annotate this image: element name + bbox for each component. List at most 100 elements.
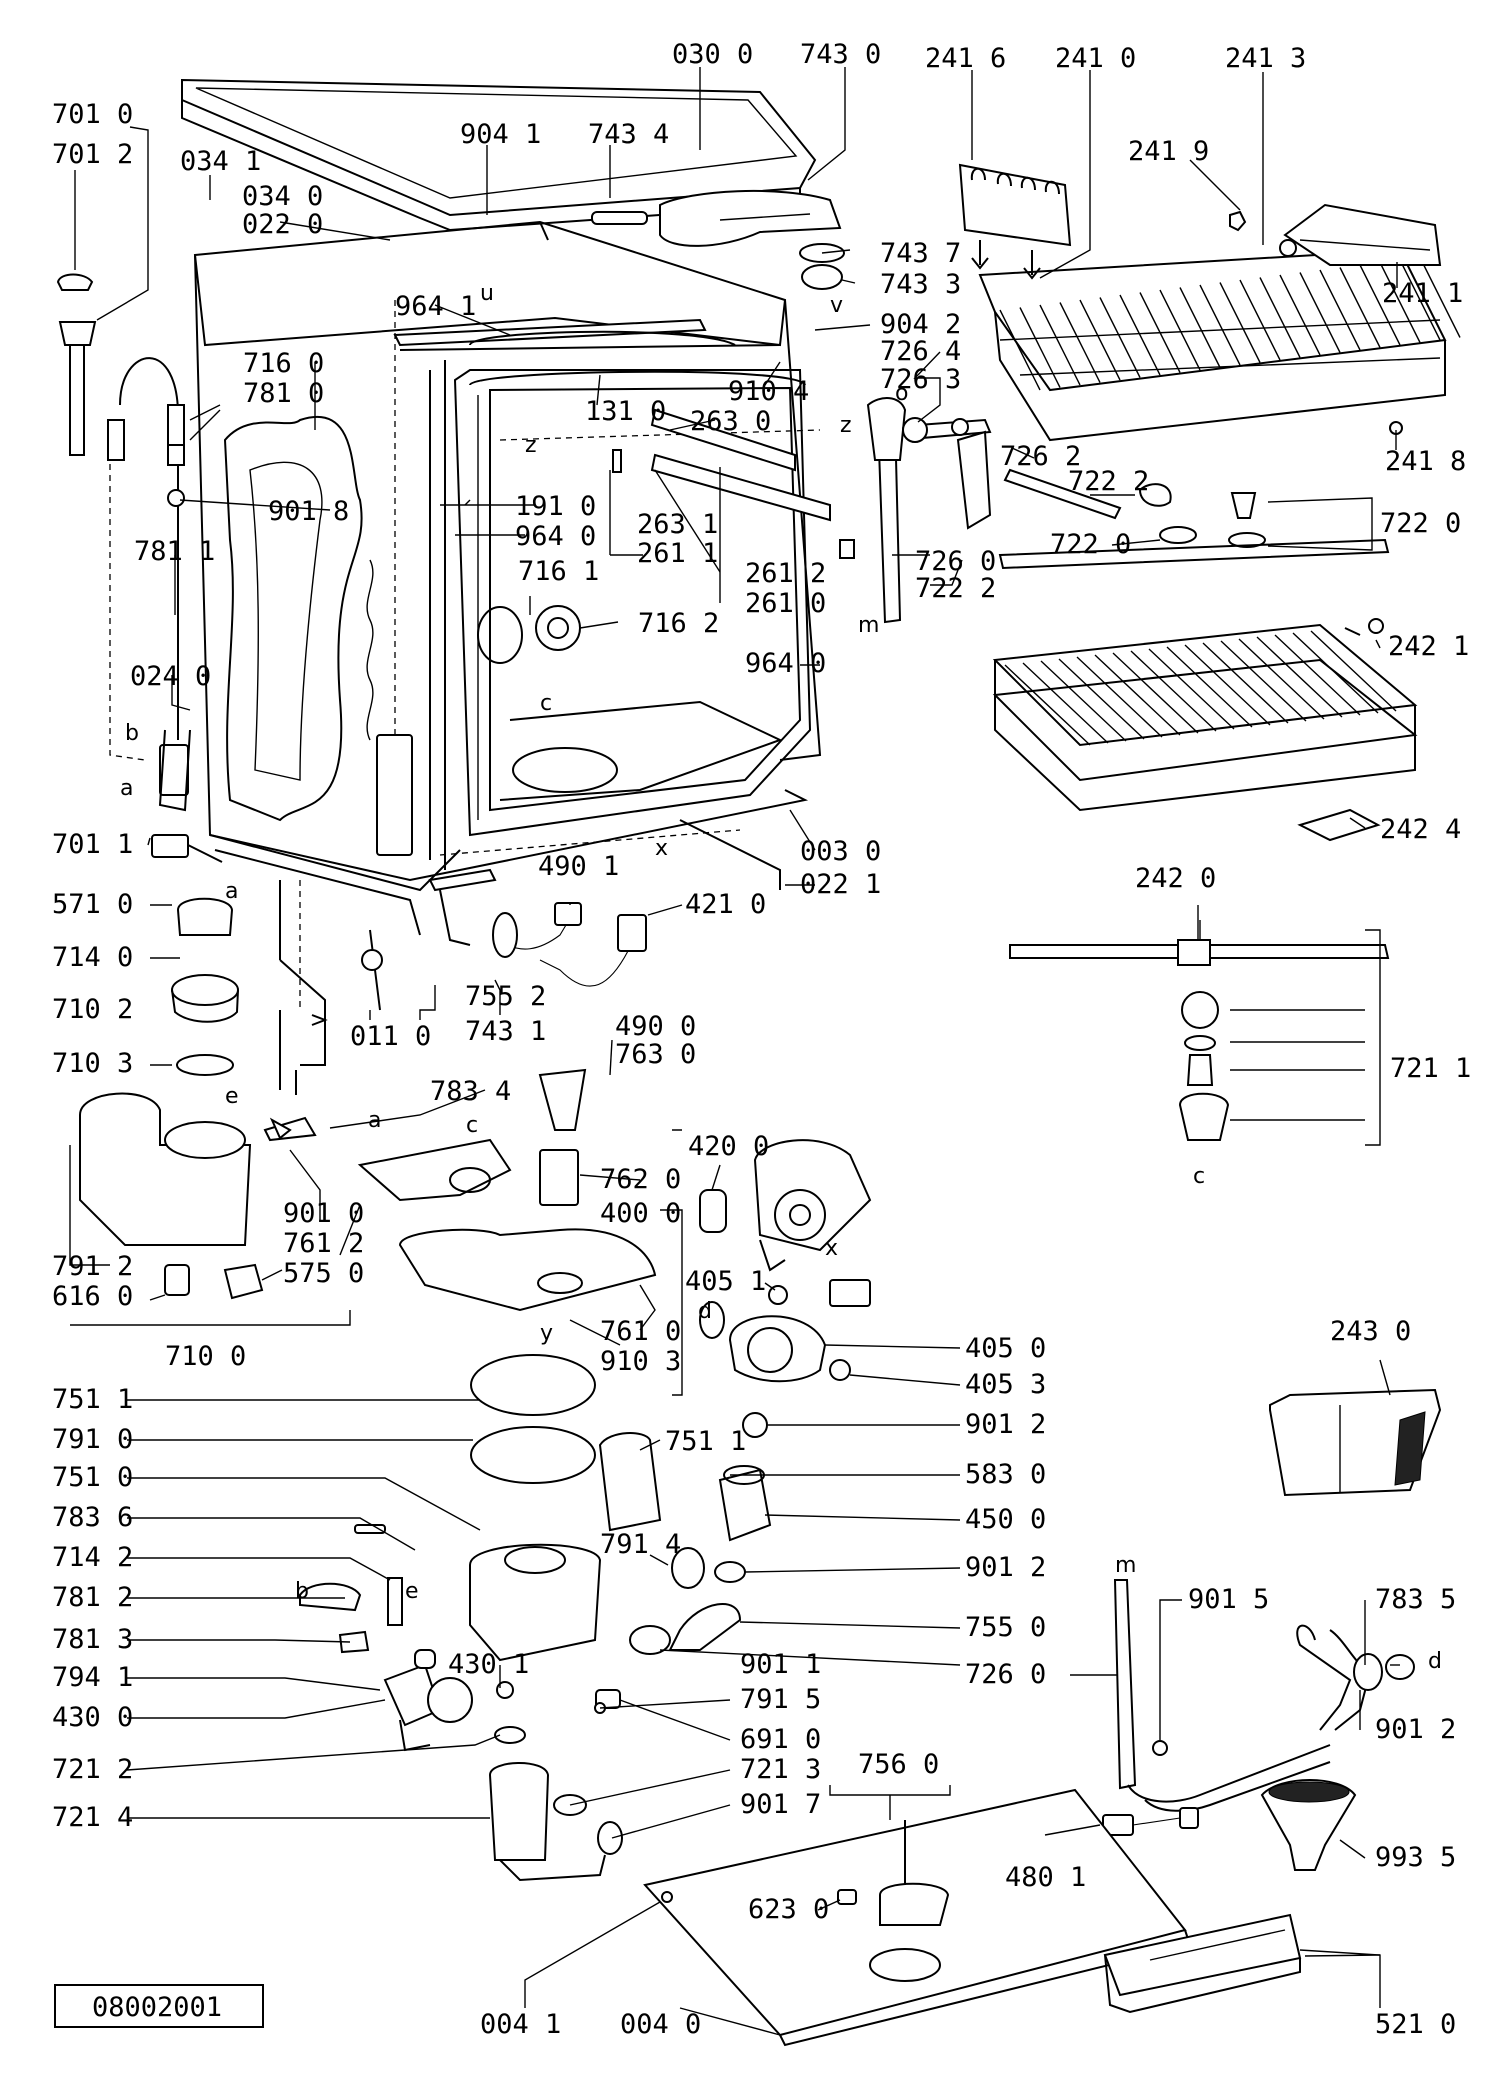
basket-wire: [1359, 264, 1401, 346]
basket-wire: [1274, 634, 1361, 716]
misc-small-parts: [269, 868, 647, 1534]
basket-wire: [1219, 282, 1261, 363]
label-901-5: 901 5: [1188, 1584, 1269, 1615]
left-hose-valves: [56, 273, 223, 863]
cabinet-tub: [158, 220, 855, 1011]
label-710-0: 710 0: [165, 1341, 246, 1372]
label-781-0: 781 0: [243, 378, 324, 409]
label-701-1: 701 1: [52, 829, 133, 860]
label-755-0: 755 0: [965, 1612, 1046, 1643]
label-420-0: 420 0: [688, 1131, 769, 1162]
label-993-5: 993 5: [1375, 1842, 1456, 1873]
label-761-2: 761 2: [283, 1228, 364, 1259]
label-261-2: 261 2: [745, 558, 826, 589]
drawing-id-box: 08002001: [54, 1984, 264, 2028]
label-964-0: 964 0: [515, 521, 596, 552]
label-904-2: 904 2: [880, 309, 961, 340]
label-901-0: 901 0: [283, 1198, 364, 1229]
label-721-2: 721 2: [52, 1754, 133, 1785]
label-901-2b: 901 2: [965, 1552, 1046, 1583]
label-722-2b: 722 2: [915, 573, 996, 604]
basket-wire: [1184, 644, 1271, 726]
basket-wire: [1130, 650, 1217, 732]
label-024-0: 024 0: [130, 661, 211, 692]
label-722-0: 722 0: [1050, 529, 1131, 560]
label-794-1: 794 1: [52, 1662, 133, 1693]
label-756-0: 756 0: [858, 1749, 939, 1780]
label-623-0: 623 0: [748, 1894, 829, 1925]
label-901-2c: 901 2: [1375, 1714, 1456, 1745]
label-034-0: 034 0: [242, 181, 323, 212]
label-242-1: 242 1: [1388, 631, 1469, 662]
sump-pump-group: [299, 1139, 872, 1882]
water-softener: [79, 897, 317, 1300]
letter-x: x: [825, 1236, 838, 1261]
label-751-0: 751 0: [52, 1462, 133, 1493]
label-022-0: 022 0: [242, 209, 323, 240]
label-131-0: 131 0: [585, 396, 666, 427]
basket-wire: [1256, 636, 1343, 718]
basket-wire: [1259, 277, 1301, 358]
label-791-4: 791 4: [600, 1529, 681, 1560]
basket-wire: [1094, 654, 1181, 736]
letter-a: a: [225, 879, 238, 904]
basket-wire: [1119, 294, 1161, 376]
label-751-1a: 751 1: [52, 1384, 133, 1415]
label-721-1: 721 1: [1390, 1053, 1471, 1084]
label-263-1: 263 1: [637, 509, 718, 540]
letter-c: c: [540, 691, 552, 716]
basket-wire: [1319, 269, 1361, 351]
label-480-1: 480 1: [1005, 1862, 1086, 1893]
basket-wire: [1299, 272, 1341, 353]
label-241-1: 241 1: [1382, 278, 1463, 309]
basket-wire: [1099, 297, 1141, 378]
part-number-labels: 030 0 743 0 241 6 241 0 241 3 701 0 701 …: [52, 39, 1471, 2040]
lower-basket: [992, 618, 1418, 842]
label-726-2: 726 2: [1000, 441, 1081, 472]
label-691-0: 691 0: [740, 1724, 821, 1755]
label-743-7: 743 7: [880, 238, 961, 269]
letter-y: y: [540, 1321, 553, 1346]
letter-o: o: [895, 381, 908, 406]
label-726-3: 726 3: [880, 364, 961, 395]
label-003-0: 003 0: [800, 836, 881, 867]
basket-wire: [1079, 299, 1121, 381]
basket-wire: [1039, 304, 1081, 386]
label-004-0: 004 0: [620, 2009, 701, 2040]
label-490-1: 490 1: [538, 851, 619, 882]
label-910-3: 910 3: [600, 1346, 681, 1377]
label-430-1: 430 1: [448, 1649, 529, 1680]
label-571-0: 571 0: [52, 889, 133, 920]
lower-spray-arm: [1009, 920, 1390, 1141]
label-721-4: 721 4: [52, 1802, 133, 1833]
label-751-1b: 751 1: [665, 1426, 746, 1457]
letter-m: m: [1115, 1553, 1136, 1578]
label-763-0: 763 0: [615, 1039, 696, 1070]
label-004-1: 004 1: [480, 2009, 561, 2040]
right-lower-parts: [643, 1388, 1442, 2047]
upper-basket: [958, 163, 1461, 442]
label-722-0b: 722 0: [1380, 508, 1461, 539]
label-781-3: 781 3: [52, 1624, 133, 1655]
letter-c: c: [1193, 1164, 1205, 1189]
label-716-1: 716 1: [518, 556, 599, 587]
basket-wire: [1339, 267, 1381, 348]
label-721-3: 721 3: [740, 1754, 821, 1785]
basket-wire: [1202, 642, 1289, 724]
basket-wire: [1292, 632, 1379, 714]
label-726-0: 726 0: [915, 546, 996, 577]
letter-v: v: [830, 293, 843, 318]
reference-letters: u v z z m b a c x a e a c c x d y m d b …: [120, 281, 1442, 1674]
letter-d: d: [1428, 1649, 1442, 1674]
letter-z: z: [525, 433, 537, 458]
label-910-4: 910 4: [728, 376, 809, 407]
basket-wire: [1076, 656, 1163, 738]
label-421-0: 421 0: [685, 889, 766, 920]
label-022-1: 022 1: [800, 869, 881, 900]
label-964-1: 964 1: [395, 291, 476, 322]
basket-wire: [1148, 648, 1235, 730]
label-575-0: 575 0: [283, 1258, 364, 1289]
label-743-1: 743 1: [465, 1016, 546, 1047]
label-241-0: 241 0: [1055, 43, 1136, 74]
